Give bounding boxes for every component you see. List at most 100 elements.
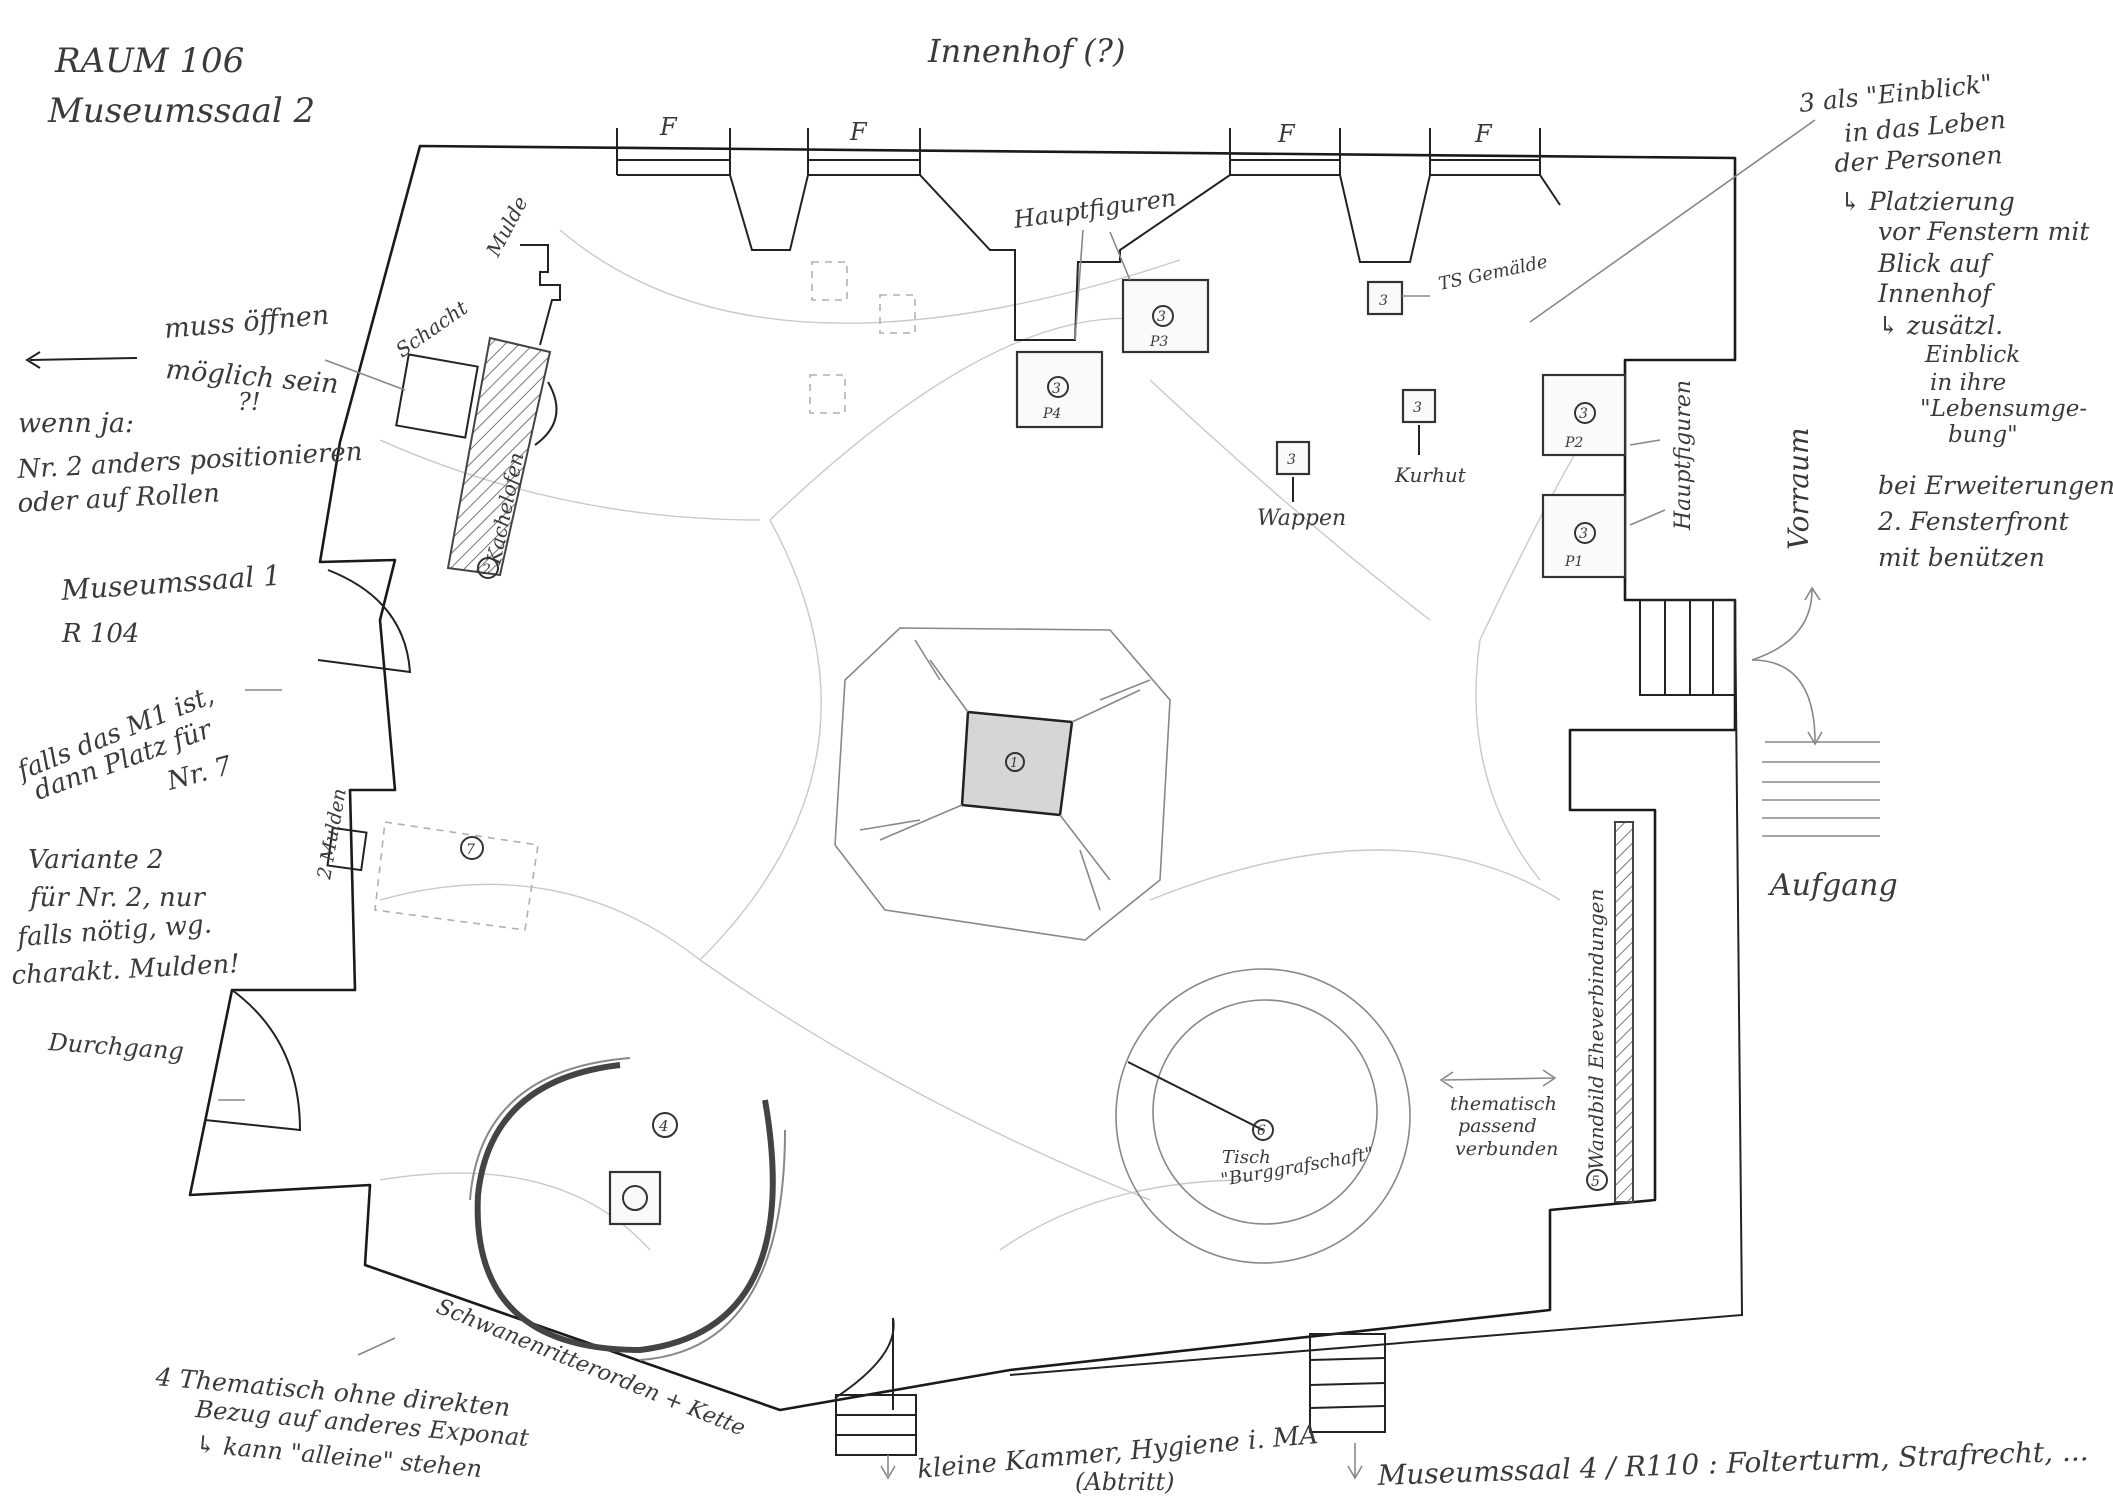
label-labels-n3: 3 [1379,293,1388,309]
label-left-notes-muss-oeffnen-2: ?! [238,388,261,416]
exhibit-p3: 3 P3 [1121,278,1210,354]
vault-arcs [379,229,1621,1251]
label-labels-n5: 5 [1591,1174,1600,1190]
label-right-notes-erweiterungen-0: bei Erweiterungen: [1878,471,2113,500]
kurhut-label: Kurhut [1394,463,1467,487]
label-right-notes-einblick-5: Blick auf [1877,249,1993,278]
note-erweiterungen: bei Erweiterungen: 2. Fensterfront mit b… [1877,471,2113,572]
note-museumssaal1: Museumssaal 1 R 104 [59,559,282,649]
note-einblick: 3 als "Einblick" in das Leben der Person… [1798,69,2091,448]
ts-gemaelde-label: TS Gemälde [1437,251,1550,295]
aufgang-label: Aufgang [1767,868,1898,903]
label-labels-n3: 3 [1579,526,1588,542]
nr7-marker-dashed [460,836,484,860]
nr2-marker [477,557,499,579]
label-right-notes-erweiterungen-2: mit benützen [1878,543,2045,572]
nr5-marker [1586,1169,1608,1191]
label-labels-n1: 1 [1010,756,1018,771]
label-right-notes-einblick-7: ↳ zusätzl. [1878,311,2003,340]
exhibit-kurhut: 3 [1401,388,1437,455]
label-labels-n3: 3 [1579,406,1588,422]
exhibit-p4: 3 P4 [1015,350,1104,429]
hauptfiguren-right-label: Hauptfiguren [1671,380,1696,531]
label-labels-n6: 6 [1257,1123,1266,1139]
stairs-bottom [1309,1333,1386,1433]
label-left-notes-variante2-2: falls nötig, wg. [14,909,212,953]
hall-name: Museumssaal 2 [47,91,315,131]
exhibit-1-center: 1 [834,627,1171,941]
label-left-notes-muss-oeffnen-0: muss öffnen [163,300,331,345]
label-left-notes-museumssaal1-1: R 104 [61,619,139,649]
note-thematisch4: 4 Thematisch ohne direkten Bezug auf and… [153,1362,530,1483]
label-left-notes-variante2-0: Variante 2 [28,845,164,875]
door-durchgang [204,989,302,1132]
note-falls-m1: falls das M1 ist, dann Platz für Nr. 7 [12,680,236,806]
label-labels-n7: 7 [466,842,475,858]
window-label: F [1277,120,1296,148]
label-left-notes-wenn-ja-1: Nr. 2 anders positionieren [16,437,363,485]
exhibit-6-tisch: 6 Tisch "Burggrafschaft" [1115,968,1411,1264]
window-label: F [659,113,678,141]
schacht-shaft [395,353,479,439]
kachelofen-door-arc [534,381,558,446]
window-label: F [849,118,868,146]
note-kammer: kleine Kammer, Hygiene i. MA (Abtritt) [916,1420,1319,1496]
wandbild-wall [1614,821,1634,1203]
window-labels: F F F F [659,113,1493,148]
tisch-label: Tisch [1222,1147,1271,1168]
schacht-label: Schacht [391,295,473,362]
label-right-notes-einblick-4: vor Fenstern mit [1878,217,2090,246]
pointer-lines [25,119,1816,1480]
kachelofen-shape [446,336,552,577]
label-labels-n4: 4 [658,1117,669,1135]
thematisch-line: thematisch [1450,1093,1557,1115]
wappen-label: Wappen [1257,506,1346,531]
note-museumssaal4: Museumssaal 4 / R110 : Folterturm, Straf… [1376,1434,2089,1492]
passend-line: passend [1458,1115,1537,1137]
wandbild-label: Wandbild Eheverbindungen [1584,889,1608,1170]
label-right-notes-einblick-10: "Lebensumge- [1920,396,2087,422]
stairs-right [1639,599,1736,696]
exhibit-4-schwanenritter: 4 [469,1057,786,1361]
mulde-notch [520,244,561,346]
vorraum-label: Vorraum [1782,427,1815,550]
courtyard-label: Innenhof (?) [927,32,1125,70]
exhibit-p1: 3 P1 [1541,493,1627,579]
note-variante2: Variante 2 für Nr. 2, nur falls nötig, w… [11,845,241,991]
door-museumssaal1 [317,569,412,674]
exhibit-ts-gemaelde: 3 [1366,280,1404,316]
verbunden-line: verbunden [1455,1138,1558,1160]
mulde-label: Mulde [481,192,533,261]
label-right-notes-einblick-6: Innenhof [1877,279,1995,308]
variante2-dashed [326,261,916,931]
label-bottom-notes-kammer-1: (Abtritt) [1075,1468,1175,1496]
room-number: RAUM 106 [54,41,244,81]
label-labels-n3: 3 [1413,400,1422,416]
label-labels-n3: 3 [1052,381,1061,397]
label-right-notes-erweiterungen-1: 2. Fensterfront [1877,507,2070,536]
label-labels-n3: 3 [1157,309,1166,325]
label-labels-p4: P4 [1042,406,1061,422]
label-left-notes-variante2-1: für Nr. 2, nur [28,883,206,913]
label-right-notes-einblick-9: in ihre [1930,370,2006,396]
label-right-notes-einblick-8: Einblick [1924,342,2020,368]
label-labels-p3: P3 [1149,334,1168,350]
label-right-notes-einblick-11: bung" [1948,422,2018,448]
note-wenn-ja: wenn ja: Nr. 2 anders positionieren oder… [16,408,363,519]
stairs-kammer [835,1394,917,1456]
label-left-notes-museumssaal1-0: Museumssaal 1 [59,559,282,607]
label-labels-p1: P1 [1564,554,1583,570]
label-left-notes-variante2-3: charakt. Mulden! [11,949,241,991]
exterior-right-line [1009,599,1744,1376]
label-labels-p2: P2 [1564,435,1583,451]
label-left-notes-wenn-ja-0: wenn ja: [18,408,134,439]
door-bottom [834,1317,895,1410]
exhibit-wappen: 3 [1275,440,1311,502]
note-muss-oeffnen: muss öffnen möglich sein ?! [163,300,340,416]
window-label: F [1474,120,1493,148]
stairs-aufgang [1751,586,1880,837]
window-niches [616,128,1561,341]
durchgang-label: Durchgang [47,1028,185,1065]
label-left-notes-wenn-ja-2: oder auf Rollen [17,478,221,519]
